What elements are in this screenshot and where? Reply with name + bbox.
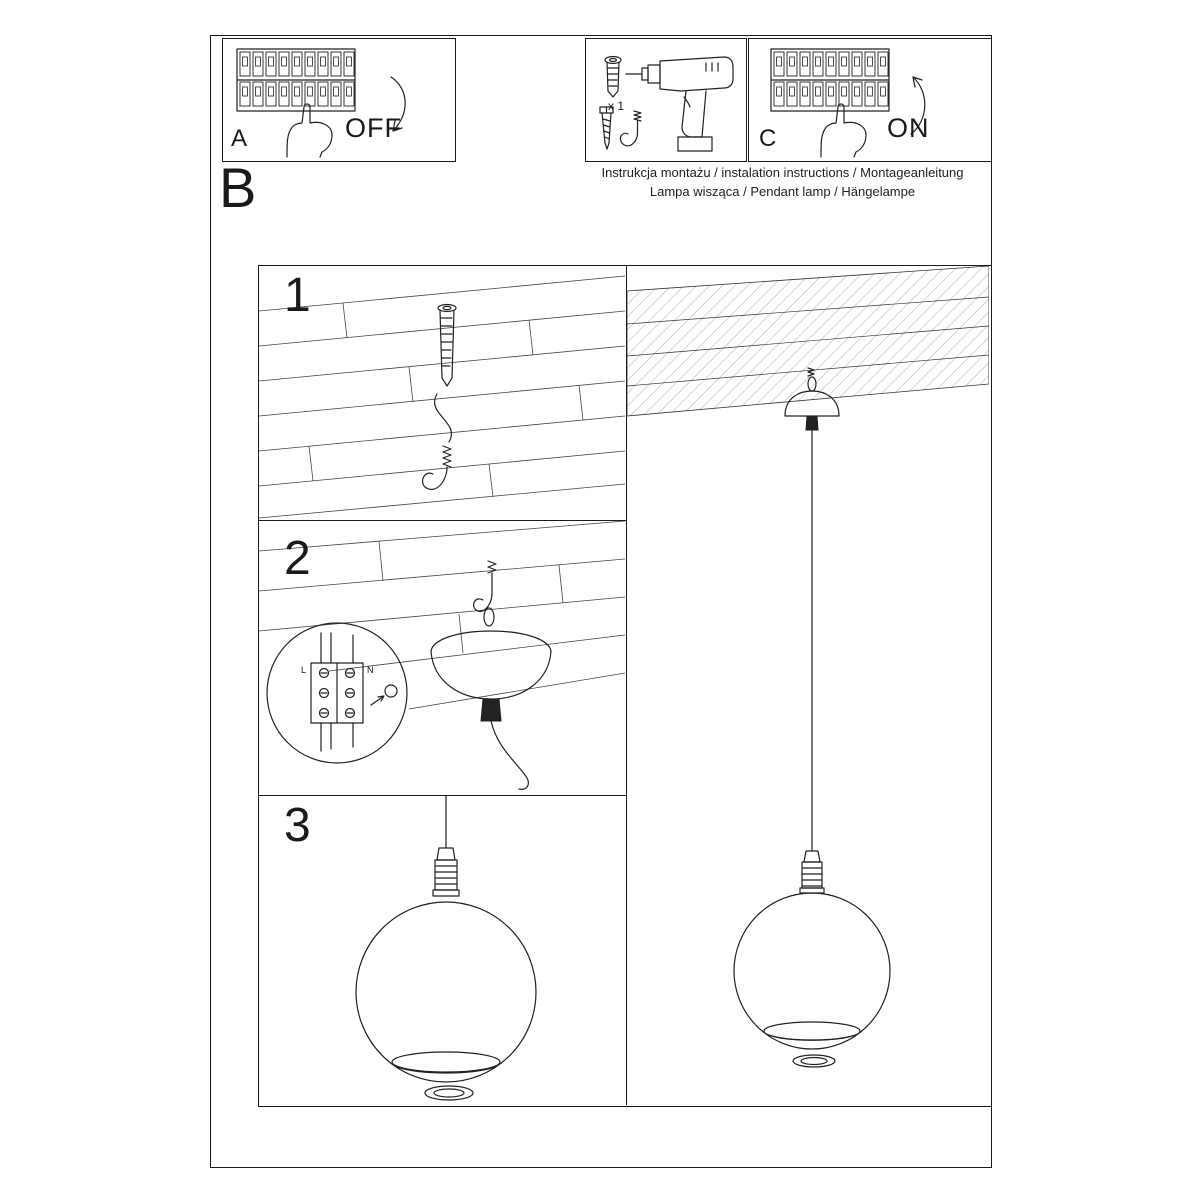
drill-icon (625, 56, 734, 152)
wall-anchor-icon (437, 303, 457, 387)
frame-divider-2 (258, 795, 626, 796)
arrow-up-icon (910, 76, 926, 135)
panel-tools: x 1 (585, 38, 747, 162)
frame-divider-1 (258, 520, 626, 521)
step-3-illustration (355, 796, 537, 1101)
canopy-icon (430, 630, 552, 790)
retaining-ring-icon (424, 1085, 474, 1101)
step-3-number: 3 (284, 799, 311, 852)
terminal-block-inset: L N (266, 622, 408, 764)
anchor-count-label: x 1 (608, 99, 625, 113)
title-line-1: Instrukcja montażu / instalation instruc… (601, 165, 964, 180)
paper-sheet (210, 35, 992, 1168)
arrow-down-icon (390, 76, 406, 132)
finished-lamp-illustration (627, 266, 989, 1068)
wire-label-n: N (367, 665, 374, 675)
tools-illustration (599, 55, 734, 152)
panel-power-off: A OFF (222, 38, 456, 162)
on-label: ON (887, 113, 930, 143)
screw-icon (599, 106, 614, 150)
ceiling-planks (259, 275, 625, 519)
panel-c-label: C (759, 125, 777, 152)
breaker-panel-on-illustration (770, 48, 926, 158)
document-titles: Instrukcja montażu / instalation instruc… (575, 163, 990, 201)
screwdriver-pointer-icon (370, 684, 398, 706)
canopy-icon (784, 390, 840, 431)
ceiling-planks (259, 521, 625, 710)
glass-sphere-shade (733, 892, 891, 1050)
insertion-guide-curve (434, 393, 452, 443)
section-b-label: B (219, 156, 257, 219)
retaining-ring-icon (792, 1054, 836, 1068)
step-1-number: 1 (284, 269, 311, 322)
breaker-panel-icon (770, 48, 890, 112)
hand-icon (820, 103, 867, 158)
main-drawing-frame (258, 265, 992, 1107)
breaker-panel-off-illustration (236, 48, 406, 158)
lamp-socket-icon (799, 850, 825, 894)
panel-a-label: A (231, 125, 248, 152)
panel-power-on: C ON (748, 38, 992, 162)
wall-plug-icon (604, 55, 622, 98)
step-2-number: 2 (284, 532, 311, 585)
installed-hook-icon (472, 560, 497, 613)
off-label: OFF (345, 113, 402, 143)
title-line-2: Lampa wisząca / Pendant lamp / Hängelamp… (649, 184, 916, 199)
lamp-socket-icon (432, 847, 460, 897)
frame-vertical-divider (626, 265, 627, 1105)
terminal-screws (318, 667, 356, 719)
step-1-illustration (259, 275, 625, 519)
wire-label-l: L (301, 665, 306, 675)
ceiling-hook-icon (421, 445, 452, 490)
breaker-panel-icon (236, 48, 356, 112)
step-2-illustration: L N (259, 521, 625, 790)
hand-icon (286, 103, 333, 158)
glass-sphere-shade (355, 901, 537, 1083)
hatched-ceiling (627, 266, 989, 417)
canopy-loop (483, 607, 495, 627)
hook-icon (619, 110, 642, 147)
